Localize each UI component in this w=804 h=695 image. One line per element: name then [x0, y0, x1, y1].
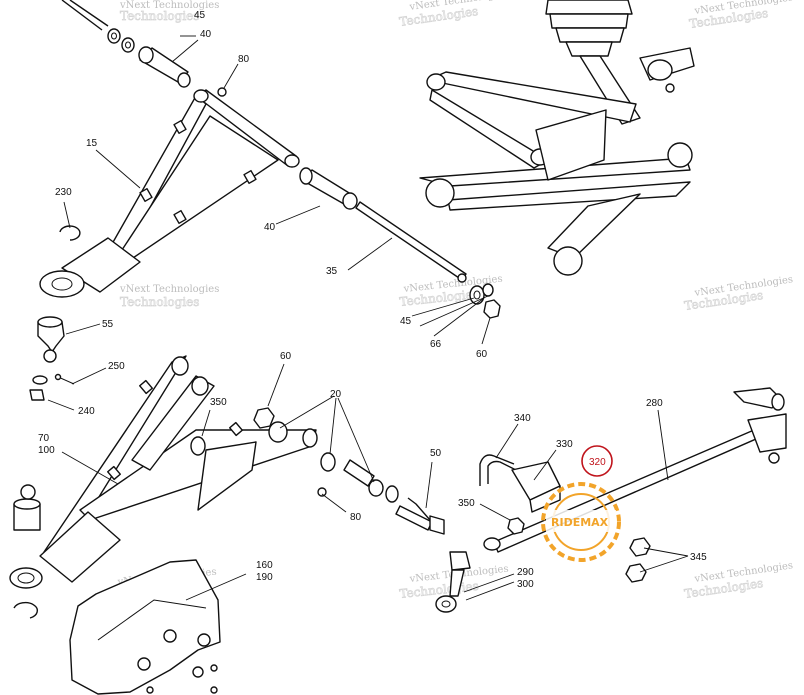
upper-shaft-bolt[interactable]: [61, 0, 109, 31]
callout-330: 330: [556, 439, 573, 450]
clamp-330[interactable]: [511, 461, 561, 513]
watermark-text: vNext Technologies: [119, 0, 219, 11]
watermark-outline: Technologies: [120, 295, 199, 309]
callout-230: 230: [55, 187, 72, 198]
callout-350: 350: [210, 397, 227, 408]
callout-280: 280: [646, 398, 663, 409]
callout-350: 350: [458, 498, 475, 509]
callout-300: 300: [517, 579, 534, 590]
callout-labels: 45 40 80 15 230 40 35 45 66 60 55 250 24…: [38, 10, 707, 590]
ball-joint-lower[interactable]: [13, 484, 41, 531]
vendor-logo: RIDEMAX: [541, 482, 621, 562]
callout-40: 40: [264, 222, 276, 233]
callout-66: 66: [430, 339, 442, 350]
upper-bushing-40a[interactable]: [138, 46, 191, 88]
pivot-shaft-35[interactable]: [355, 201, 467, 283]
reference-lower-arm: [419, 109, 693, 276]
link-rod-290-300[interactable]: [435, 551, 471, 613]
nut-80b[interactable]: [317, 487, 327, 497]
watermarks: vNext Technologies Technologies vNext Te…: [107, 0, 794, 603]
reference-upper-arm: [426, 47, 695, 169]
pin-250[interactable]: [54, 373, 75, 385]
callout-320: 320: [589, 457, 606, 468]
washer-nut-240[interactable]: [29, 375, 48, 401]
callout-240: 240: [78, 406, 95, 417]
callout-160: 160: [256, 560, 273, 571]
callout-55: 55: [102, 319, 114, 330]
watermark-text: vNext Technologies: [119, 284, 219, 295]
lower-a-arm-70-100[interactable]: [9, 355, 318, 589]
retaining-ring-230[interactable]: [59, 225, 81, 241]
retaining-ring-lower[interactable]: [13, 601, 39, 619]
callout-50: 50: [430, 448, 442, 459]
u-bracket-340[interactable]: [479, 454, 517, 486]
skid-plate-160-190[interactable]: [69, 559, 221, 695]
highlight-callout-320[interactable]: 320: [581, 445, 613, 477]
callout-345: 345: [690, 552, 707, 563]
callout-250: 250: [108, 361, 125, 372]
callout-290: 290: [517, 567, 534, 578]
watermark-outline: Technologies: [120, 9, 199, 23]
upper-washer-45[interactable]: [107, 28, 135, 53]
bushing-350a[interactable]: [190, 436, 206, 456]
leader-lines: [47, 35, 689, 601]
upper-a-arm-15[interactable]: [39, 89, 300, 298]
logo-text: RIDEMAX: [551, 516, 609, 529]
callout-190: 190: [256, 572, 273, 583]
upper-nut-80[interactable]: [217, 87, 227, 97]
nut-60a[interactable]: [483, 299, 501, 319]
callout-20: 20: [330, 389, 342, 400]
callout-340: 340: [514, 413, 531, 424]
washer-66[interactable]: [482, 283, 494, 297]
callout-45: 45: [400, 316, 412, 327]
callout-60: 60: [476, 349, 488, 360]
callout-80: 80: [238, 54, 250, 65]
callout-40: 40: [200, 29, 212, 40]
nut-350b[interactable]: [507, 517, 525, 535]
ball-joint-55[interactable]: [37, 316, 65, 363]
callout-45: 45: [194, 10, 206, 21]
callout-15: 15: [86, 138, 98, 149]
bushing-40b[interactable]: [299, 167, 358, 210]
callout-70: 70: [38, 433, 50, 444]
bolt-50[interactable]: [395, 497, 445, 535]
callout-35: 35: [326, 266, 338, 277]
nuts-345[interactable]: [625, 537, 651, 583]
nut-60b[interactable]: [253, 407, 275, 429]
callout-60: 60: [280, 351, 292, 362]
callout-80: 80: [350, 512, 362, 523]
callout-100: 100: [38, 445, 55, 456]
